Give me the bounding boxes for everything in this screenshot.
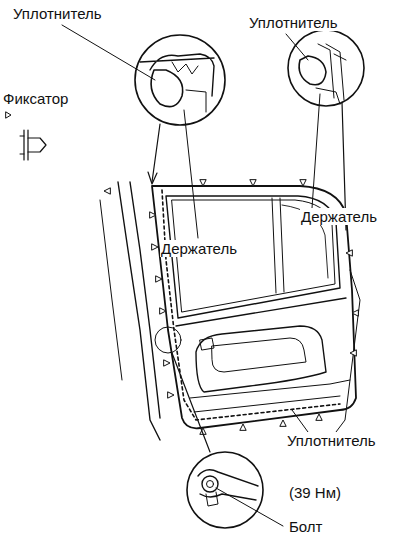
torque-value: (39 Нм)	[288, 484, 342, 501]
part-label: Уплотнитель	[248, 14, 339, 31]
part-label: Фиксатор	[2, 90, 69, 107]
part-label: Держатель	[160, 240, 238, 257]
part-label: Держатель	[300, 208, 378, 225]
part-label: Уплотнитель	[12, 5, 103, 22]
part-label: Болт	[288, 518, 323, 535]
part-label: Уплотнитель	[286, 432, 377, 449]
